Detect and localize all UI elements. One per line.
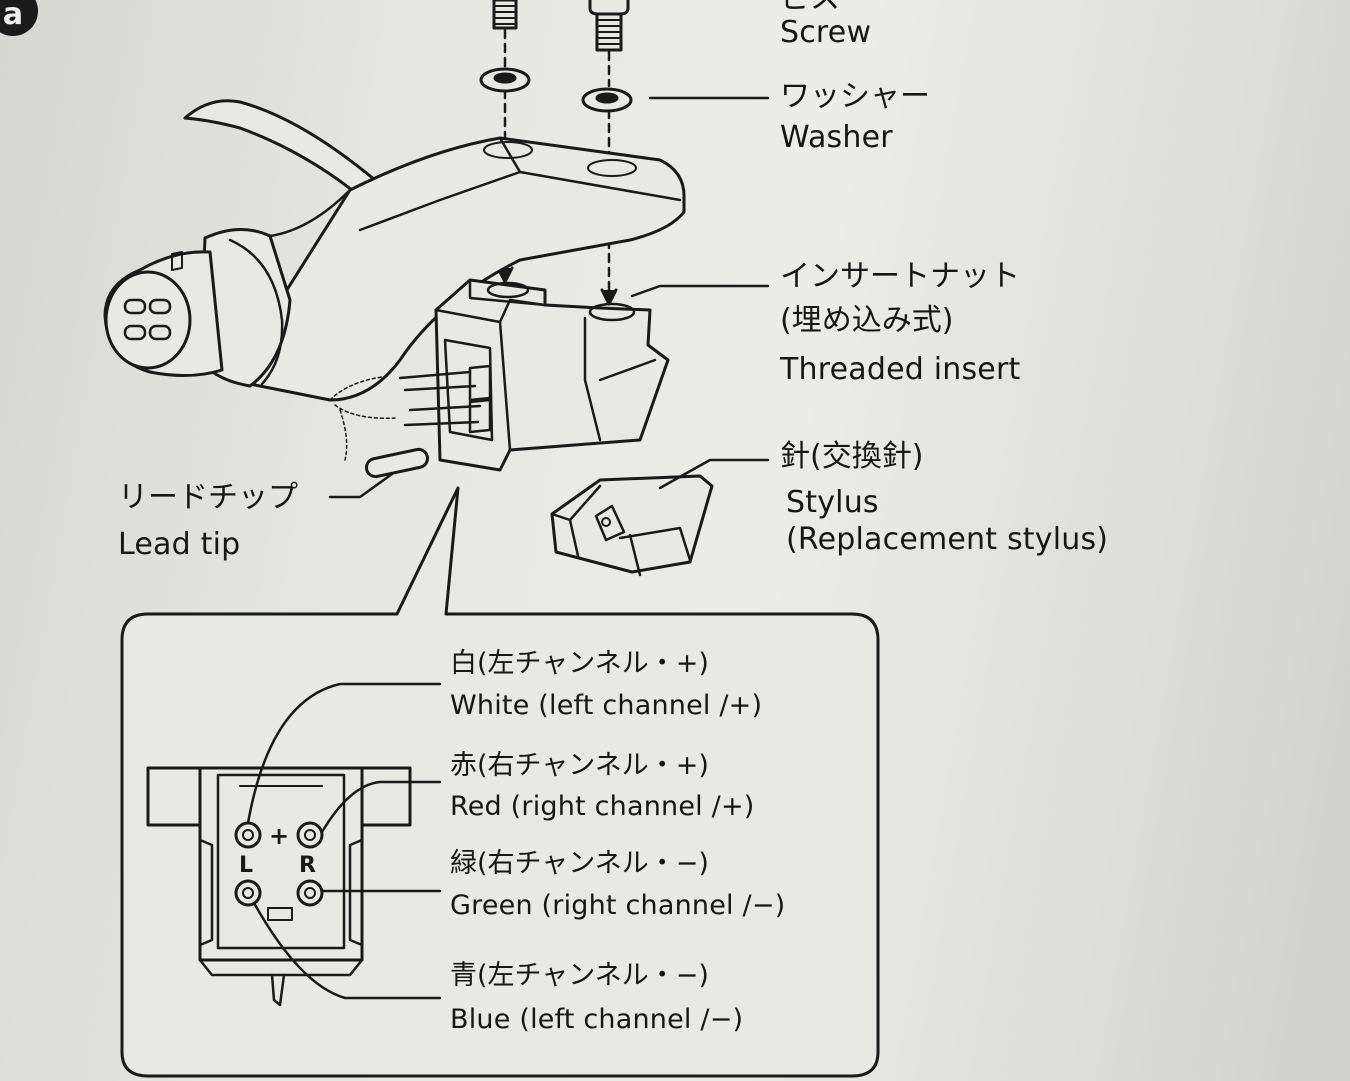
insert-label-ja: インサートナット <box>780 259 1020 294</box>
arrow-down-icon <box>600 288 618 306</box>
pin-white-label-en: White (left channel /+) <box>450 690 763 721</box>
washer-label-ja: ワッシャー <box>780 79 930 114</box>
screw-left-icon <box>492 0 518 30</box>
lead-tip-label-ja: リードチップ <box>118 480 298 515</box>
pin-red-icon <box>296 821 324 849</box>
insert-label-en: Threaded insert <box>780 352 1021 387</box>
pin-red-label-ja: 赤(右チャンネル・+) <box>450 750 709 781</box>
pin-white-label-ja: 白(左チャンネル・+) <box>450 648 709 679</box>
insert-label-ja2: (埋め込み式) <box>780 303 954 338</box>
washer-right-icon <box>581 87 633 113</box>
left-mark: L <box>239 853 253 878</box>
pin-green-label-ja: 緑(右チャンネル・−) <box>450 848 709 879</box>
stylus-label-en2: (Replacement stylus) <box>786 522 1109 557</box>
washer-left-icon <box>479 67 531 93</box>
pin-green-icon <box>296 879 324 907</box>
callout-frame <box>120 486 880 1078</box>
cartridge-body <box>329 278 670 472</box>
pin-blue-leader-line <box>252 901 442 1000</box>
stylus-icon <box>550 474 714 577</box>
stylus-label-ja: 針(交換針) <box>780 439 924 474</box>
pin-red-label-en: Red (right channel /+) <box>450 791 755 822</box>
screw-label-ja: ビス <box>780 0 840 14</box>
stylus-label-en: Stylus <box>786 485 879 520</box>
pin-red-leader-line <box>320 780 442 834</box>
pin-green-label-en: Green (right channel /−) <box>450 890 786 921</box>
headshell-body <box>103 136 686 402</box>
screw-right-icon <box>588 0 630 52</box>
pin-blue-label-ja: 青(左チャンネル・−) <box>450 960 709 991</box>
lead-tip-leader-line <box>328 472 394 499</box>
lead-tip-icon <box>364 447 430 479</box>
finger-lift <box>183 99 377 192</box>
pin-white-leader-line <box>246 682 442 825</box>
washer-label-en: Washer <box>780 120 893 155</box>
stylus-leader-line <box>658 458 770 490</box>
pin-blue-icon <box>234 879 262 907</box>
insert-leader-line <box>630 284 770 298</box>
plus-mark: + <box>269 822 289 850</box>
right-mark: R <box>299 853 316 878</box>
section-badge: a <box>0 0 38 36</box>
screw-label-en: Screw <box>780 15 872 50</box>
pin-blue-label-en: Blue (left channel /−) <box>450 1004 744 1035</box>
cartridge-rear-view <box>146 766 412 1007</box>
lead-tip-label-en: Lead tip <box>118 527 241 562</box>
